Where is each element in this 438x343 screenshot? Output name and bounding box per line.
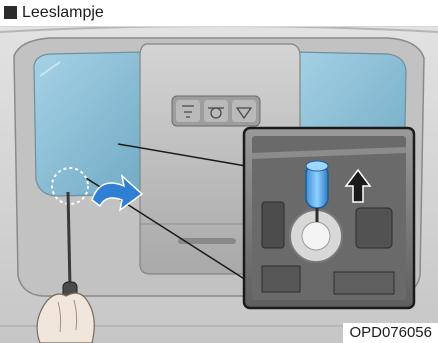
- lamp-illustration-svg: [0, 26, 438, 343]
- figure-header: Leeslampje: [0, 0, 438, 27]
- lamp-switch-cluster: [172, 96, 260, 126]
- figure-title: Leeslampje: [22, 3, 104, 23]
- header-bullet-icon: [4, 6, 17, 19]
- sunglass-holder-handle: [178, 238, 236, 244]
- left-lamp-lens: [34, 52, 150, 196]
- bulb-detail-inset: [244, 128, 414, 308]
- reading-lamp-left-icon: [176, 100, 200, 122]
- figure-code: OPD076056: [343, 323, 438, 343]
- illustration: [0, 26, 438, 343]
- dome-lamp-icon: [204, 100, 228, 122]
